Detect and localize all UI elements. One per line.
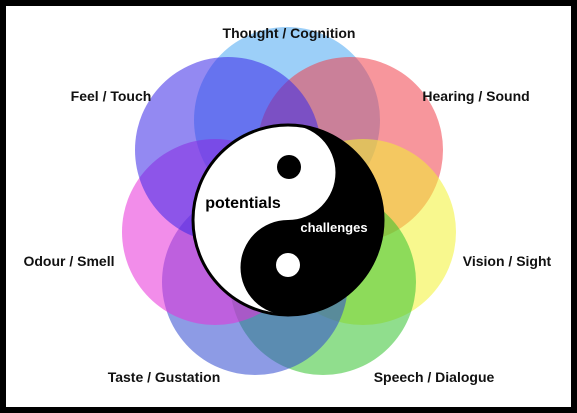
label-feel: Feel / Touch: [71, 88, 152, 104]
yin-yang-outline: [191, 123, 385, 317]
label-speech: Speech / Dialogue: [374, 369, 495, 385]
challenges-label: challenges: [300, 220, 367, 235]
label-thought: Thought / Cognition: [223, 25, 356, 41]
yin-yang-light-dot: [276, 253, 300, 277]
label-taste: Taste / Gustation: [108, 369, 221, 385]
label-vision: Vision / Sight: [463, 253, 552, 269]
sense-labels: Thought / Cognition Hearing / Sound Visi…: [23, 25, 551, 385]
yin-yang-symbol: potentials challenges: [191, 123, 385, 317]
yin-yang-dark-half: [240, 125, 383, 315]
yin-yang-dark-dot: [277, 155, 301, 179]
label-odour: Odour / Smell: [23, 253, 114, 269]
label-hearing: Hearing / Sound: [422, 88, 529, 104]
potentials-label: potentials: [205, 195, 281, 212]
